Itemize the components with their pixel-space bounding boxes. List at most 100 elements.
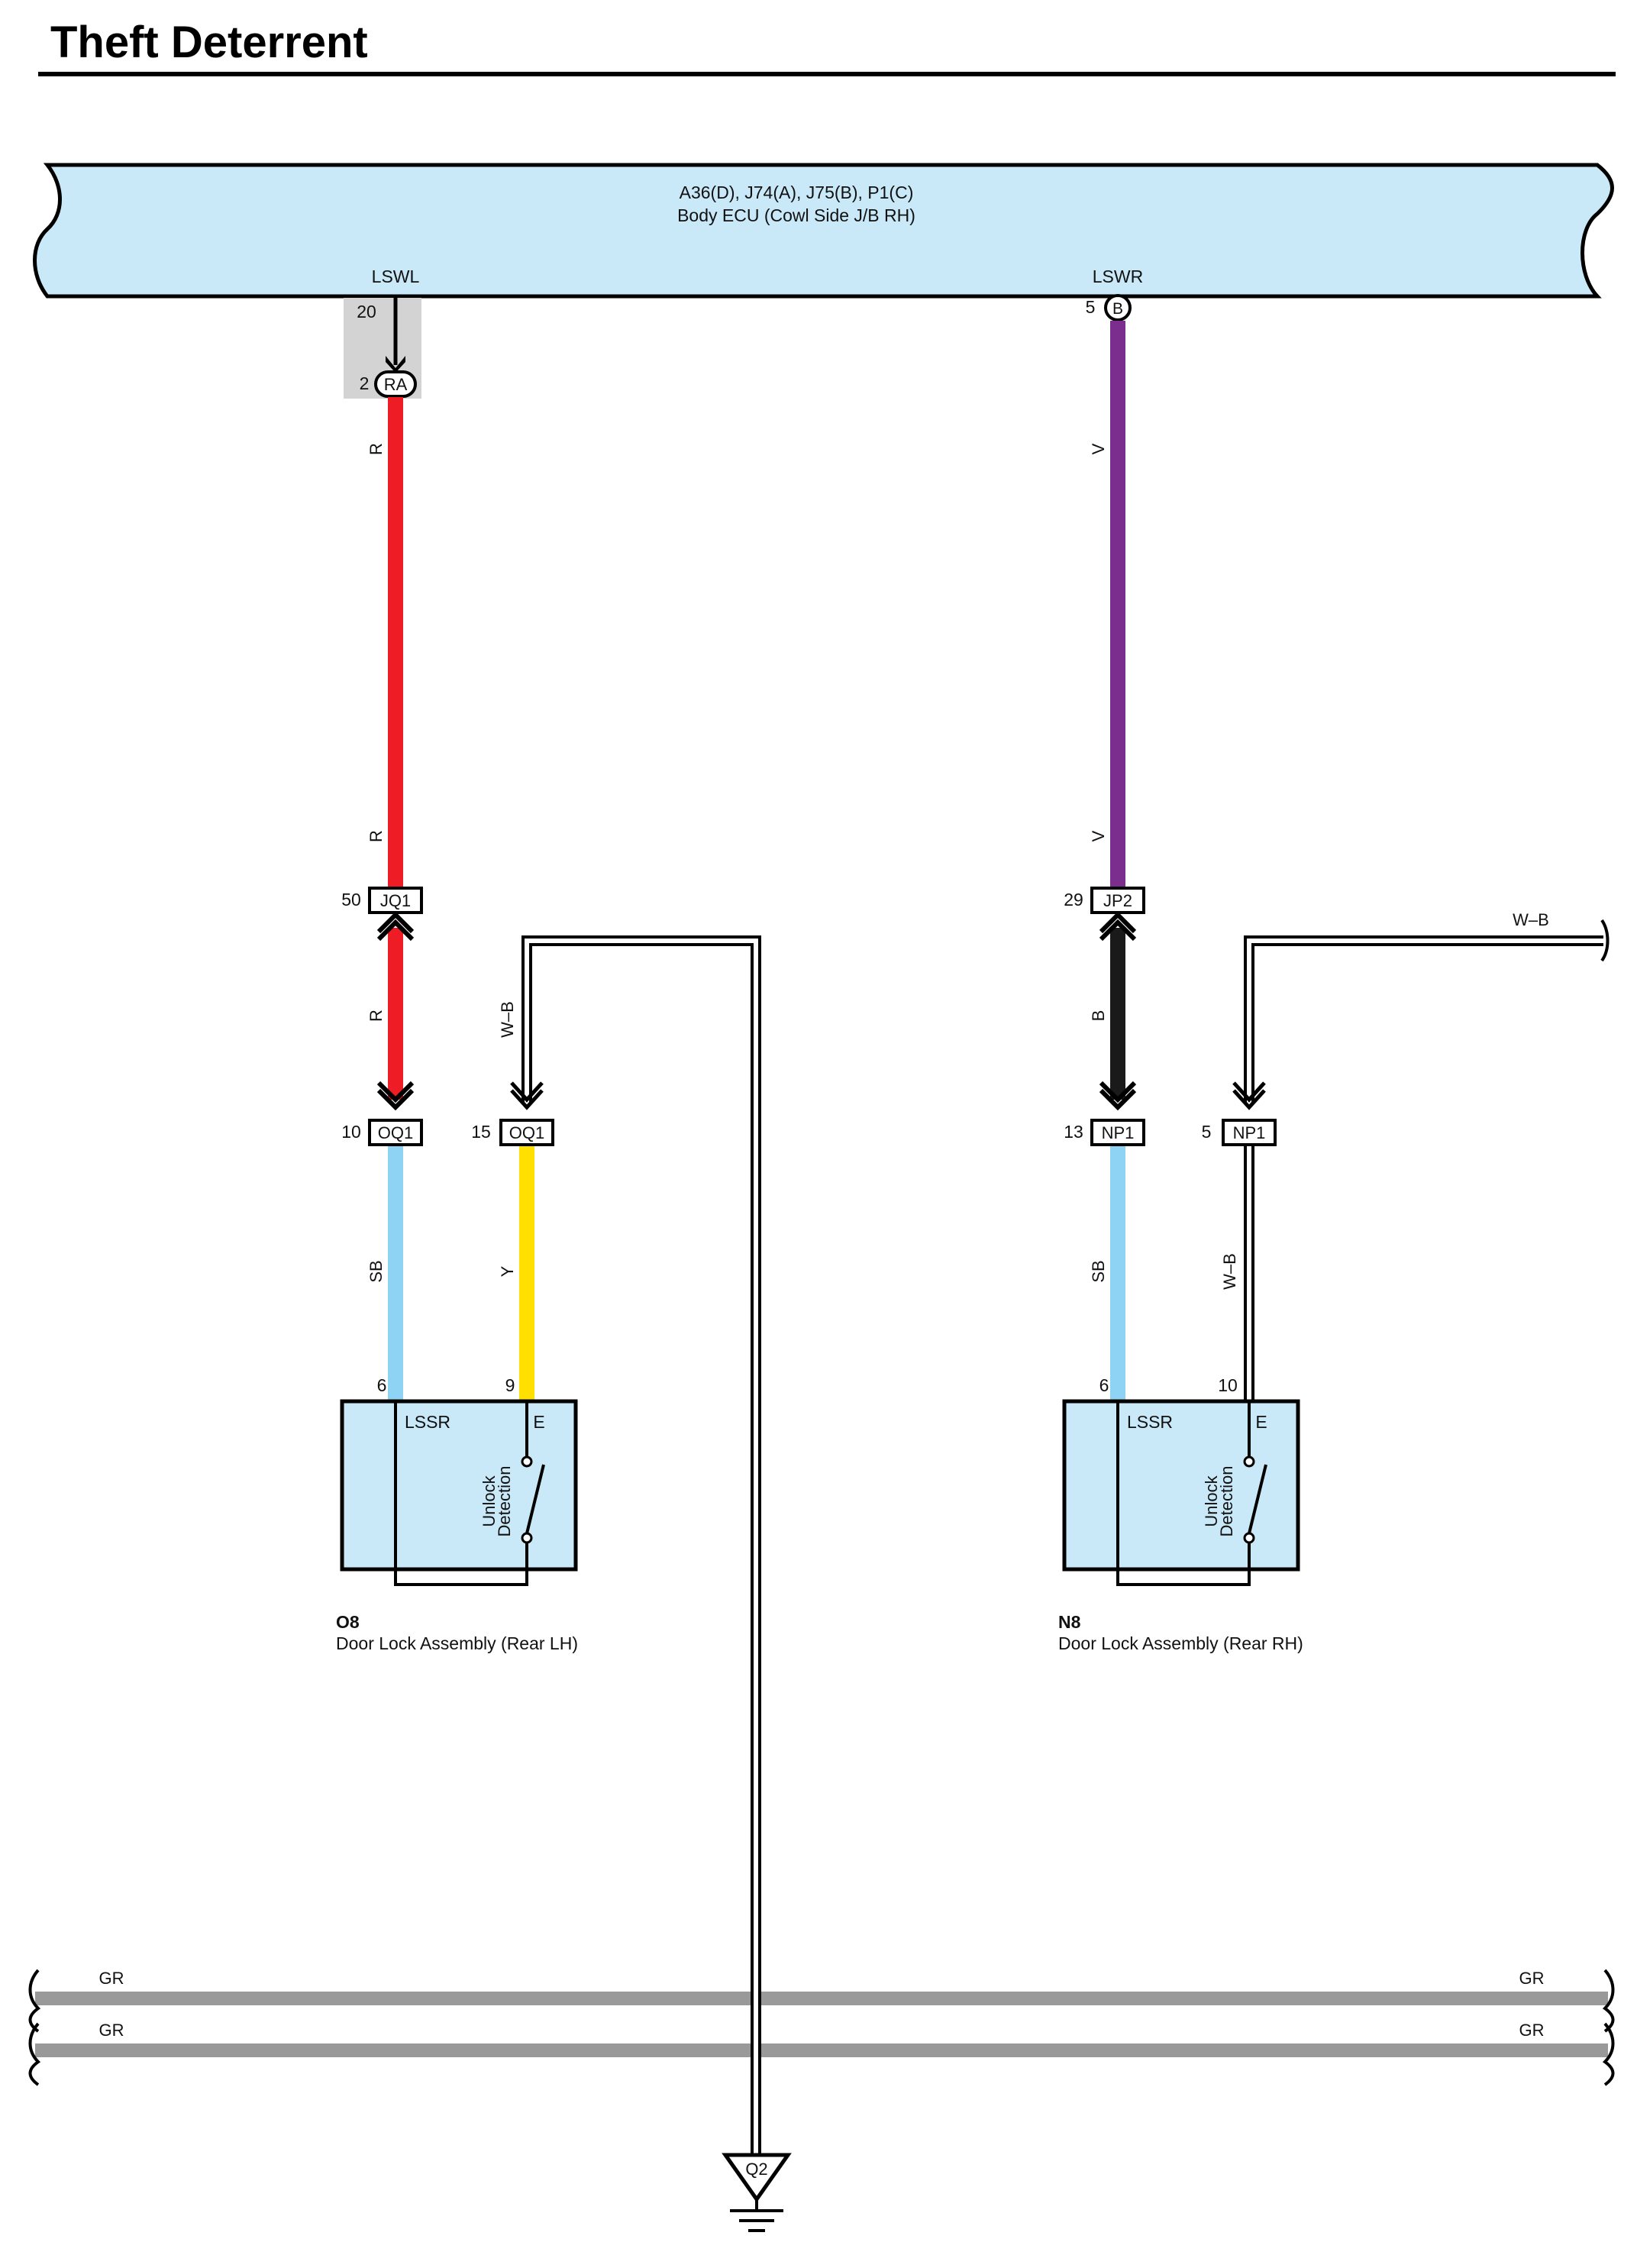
wire-red-upper bbox=[388, 397, 403, 893]
label-r-low: R bbox=[366, 1010, 386, 1022]
label-sb-right: SB bbox=[1089, 1260, 1108, 1282]
ecu-box bbox=[33, 163, 1614, 299]
wire-red-lower bbox=[388, 928, 403, 1100]
np1a-connector bbox=[1090, 1119, 1145, 1146]
ecu-pin-left-label: LSWL bbox=[372, 267, 420, 286]
ra-connector-label: RA bbox=[384, 375, 408, 394]
switch-contact-icon bbox=[1243, 1532, 1255, 1544]
wire-break-icon bbox=[1600, 919, 1610, 962]
component-left-term1: LSSR bbox=[405, 1412, 450, 1432]
component-right-name: Door Lock Assembly (Rear RH) bbox=[1058, 1633, 1303, 1653]
chevron-down-icon bbox=[376, 1088, 415, 1111]
switch-contact-icon bbox=[521, 1455, 533, 1468]
wire-break-icon bbox=[28, 1969, 41, 2033]
oq1a-pin: 10 bbox=[341, 1122, 361, 1142]
wire-sb-left bbox=[388, 1146, 403, 1401]
chevron-up-icon bbox=[1099, 911, 1137, 934]
label-y: Y bbox=[498, 1265, 517, 1277]
jp2-label: JP2 bbox=[1103, 891, 1132, 910]
chevron-down-icon bbox=[510, 1081, 544, 1103]
label-b: B bbox=[1089, 1010, 1108, 1022]
label-wb-left: W–B bbox=[498, 1001, 517, 1038]
b-connector-label: B bbox=[1112, 300, 1123, 318]
chevron-down-icon bbox=[376, 1081, 415, 1103]
wire-break-icon bbox=[1602, 2022, 1615, 2086]
label-r-top: R bbox=[366, 443, 386, 455]
wire-violet bbox=[1110, 321, 1125, 893]
oq1a-connector bbox=[368, 1119, 423, 1146]
component-right-switch-line2: Detection bbox=[1217, 1466, 1236, 1537]
np1b-connector bbox=[1222, 1119, 1277, 1146]
component-left-pin1: 6 bbox=[377, 1375, 387, 1395]
wire-y bbox=[519, 1146, 534, 1401]
label-v-mid: V bbox=[1089, 830, 1108, 842]
ecu-pin-right-label: LSWR bbox=[1093, 267, 1143, 286]
component-left-term2: E bbox=[533, 1412, 544, 1432]
wire-wb-right bbox=[1244, 935, 1603, 1103]
ra-connector bbox=[374, 370, 417, 398]
chevron-up-icon bbox=[376, 919, 415, 942]
jq1-pin: 50 bbox=[341, 890, 361, 909]
chevron-down-icon bbox=[510, 1089, 544, 1110]
chevron-down-icon bbox=[1099, 1088, 1137, 1111]
component-right-pin2: 10 bbox=[1218, 1375, 1238, 1395]
chevron-down-icon bbox=[1232, 1089, 1266, 1110]
component-left-box bbox=[340, 1399, 578, 1572]
title-rule bbox=[38, 72, 1616, 76]
wire-sb-right bbox=[1110, 1146, 1125, 1401]
np1a-pin: 13 bbox=[1064, 1122, 1083, 1142]
wire-break-icon bbox=[1602, 1969, 1615, 2033]
component-right-pin1: 6 bbox=[1099, 1375, 1109, 1395]
wire-wb-right-inner bbox=[1247, 939, 1603, 1103]
chevron-up-icon bbox=[376, 911, 415, 934]
component-right-circuit bbox=[1116, 1401, 1251, 1586]
label-gr-2-right: GR bbox=[1519, 2021, 1545, 2040]
wire-break-icon bbox=[28, 2022, 41, 2086]
np1a-label: NP1 bbox=[1102, 1123, 1135, 1142]
ecu-name: Body ECU (Cowl Side J/B RH) bbox=[677, 205, 915, 225]
component-left-switch-line1: Unlock bbox=[479, 1475, 499, 1527]
component-left-name: Door Lock Assembly (Rear LH) bbox=[336, 1633, 578, 1653]
oq1b-pin: 15 bbox=[471, 1122, 491, 1142]
oq1b-connector bbox=[499, 1119, 554, 1146]
np1b-label: NP1 bbox=[1233, 1123, 1266, 1142]
ecu-pin-left-number: 20 bbox=[357, 302, 376, 321]
ground-icon bbox=[722, 2153, 792, 2203]
wire-gr-2 bbox=[35, 2043, 1608, 2057]
wire-gr-1 bbox=[35, 1992, 1608, 2005]
b-connector bbox=[1104, 294, 1132, 321]
component-left-pin2: 9 bbox=[505, 1375, 515, 1395]
label-wb-right-top: W–B bbox=[1513, 910, 1549, 929]
wire-wb-left-inner bbox=[525, 939, 758, 2153]
oq1a-label: OQ1 bbox=[378, 1123, 413, 1142]
arrow-down-icon bbox=[386, 356, 405, 373]
switch-contact-icon bbox=[521, 1532, 533, 1544]
jp2-connector bbox=[1090, 887, 1145, 914]
chevron-down-icon bbox=[1099, 1081, 1137, 1103]
label-gr-1-left: GR bbox=[99, 1969, 124, 1988]
chevron-down-icon bbox=[1232, 1081, 1266, 1103]
np1b-pin: 5 bbox=[1202, 1122, 1212, 1142]
wire-black bbox=[1110, 928, 1125, 1100]
label-v-top: V bbox=[1089, 443, 1108, 454]
ground-label: Q2 bbox=[745, 2160, 767, 2179]
label-wb-right: W–B bbox=[1220, 1253, 1239, 1290]
switch-contact-icon bbox=[1243, 1455, 1255, 1468]
component-left-code: O8 bbox=[336, 1612, 360, 1632]
label-sb-left: SB bbox=[366, 1260, 386, 1282]
oq1b-label: OQ1 bbox=[509, 1123, 544, 1142]
component-right-term2: E bbox=[1255, 1412, 1267, 1432]
page-title: Theft Deterrent bbox=[50, 18, 368, 67]
ecu-pin-right-number: 5 bbox=[1086, 297, 1096, 317]
component-left-switch-line2: Detection bbox=[495, 1466, 514, 1537]
switch-lever-icon bbox=[525, 1464, 545, 1534]
label-gr-2-left: GR bbox=[99, 2021, 124, 2040]
jq1-label: JQ1 bbox=[380, 891, 411, 910]
switch-lever-icon bbox=[1248, 1464, 1267, 1534]
component-right-box bbox=[1062, 1399, 1300, 1572]
component-right-term1: LSSR bbox=[1127, 1412, 1173, 1432]
chevron-up-icon bbox=[1099, 919, 1137, 942]
component-right-switch-line1: Unlock bbox=[1202, 1475, 1221, 1527]
ecu-connectors: A36(D), J74(A), J75(B), P1(C) bbox=[680, 183, 914, 202]
